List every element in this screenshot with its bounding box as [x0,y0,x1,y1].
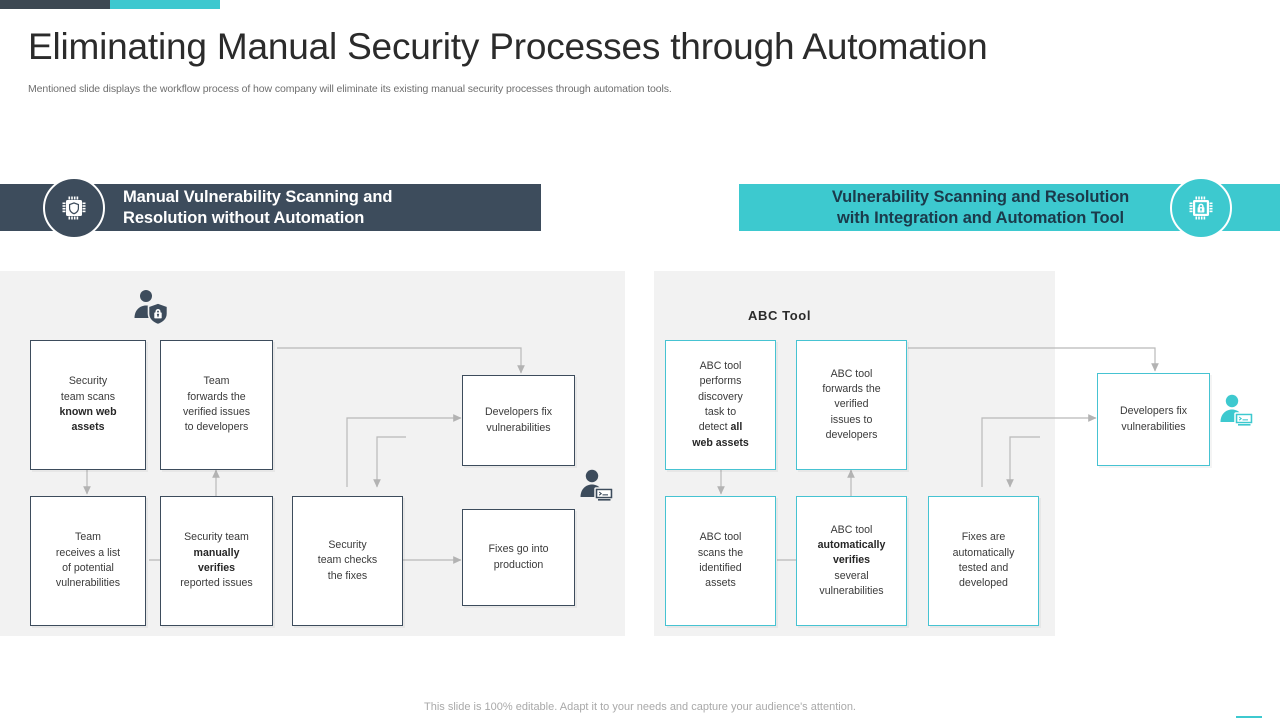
banner-left-title: Manual Vulnerability Scanning and Resolu… [123,187,392,228]
page-subtitle: Mentioned slide displays the workflow pr… [28,83,672,95]
chip-lock-icon [1170,177,1232,239]
security-person-shield-icon [132,288,172,335]
footer-accent-line [1236,716,1262,718]
top-accent-bar-dark [0,0,110,9]
banner-right-line1: Vulnerability Scanning and Resolution [831,187,1130,206]
abc-tool-label: ABC Tool [748,308,812,323]
top-accent-bar-teal [110,0,220,9]
page-title: Eliminating Manual Security Processes th… [28,26,988,67]
developer-person-terminal-icon [578,468,616,511]
banner-left-line2: Resolution without Automation [123,208,365,227]
banner-left-line1: Manual Vulnerability Scanning and [123,187,393,206]
footer-note: This slide is 100% editable. Adapt it to… [424,701,856,713]
banner-right-title: Vulnerability Scanning and Resolution wi… [739,187,1280,228]
shield-chip-icon [43,177,105,239]
banner-right-line2: with Integration and Automation Tool [837,208,1124,227]
developer-person-terminal-icon [1218,393,1256,436]
